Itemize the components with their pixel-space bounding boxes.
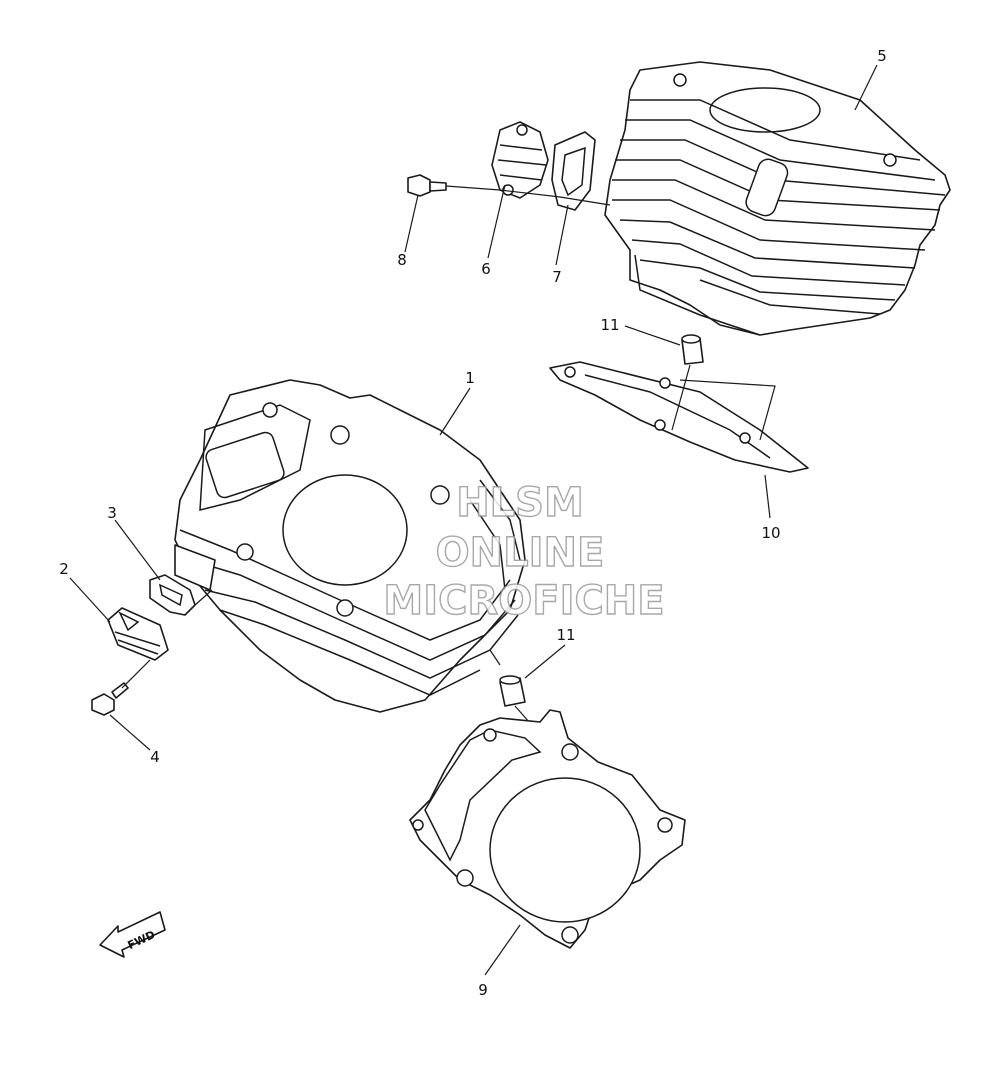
cylinder-front-part	[174, 379, 526, 713]
callout-10: 10	[761, 524, 780, 542]
callout-2: 2	[59, 560, 69, 578]
callout-8: 8	[397, 251, 407, 269]
dowel-pin-upper-part	[681, 334, 704, 365]
callout-11-lower: 11	[556, 626, 575, 644]
callout-3: 3	[107, 504, 117, 522]
front-intake-joint-part	[107, 607, 169, 661]
callout-11-upper: 11	[600, 316, 619, 334]
rear-base-gasket-part	[549, 361, 809, 473]
callout-6: 6	[481, 260, 491, 278]
callout-4: 4	[150, 748, 160, 766]
watermark: HLSM ONLINE MICROFICHE	[383, 479, 666, 624]
intake-gasket-part	[551, 131, 596, 211]
cylinder-rear-part	[604, 61, 951, 336]
callout-5: 5	[877, 47, 887, 65]
front-intake-gasket-part	[149, 574, 196, 616]
callout-9: 9	[478, 981, 488, 999]
watermark-line-1: HLSM	[456, 480, 584, 526]
front-base-gasket-part	[409, 709, 686, 949]
watermark-line-3: MICROFICHE	[383, 578, 664, 624]
intake-joint-part	[491, 121, 549, 199]
callout-7: 7	[552, 268, 562, 286]
dowel-pin-lower-part	[499, 675, 526, 707]
bolt-part-8	[407, 174, 447, 197]
forward-direction-arrow-icon: FWD	[99, 911, 166, 958]
callout-1: 1	[465, 369, 475, 387]
watermark-line-2: ONLINE	[436, 530, 605, 576]
